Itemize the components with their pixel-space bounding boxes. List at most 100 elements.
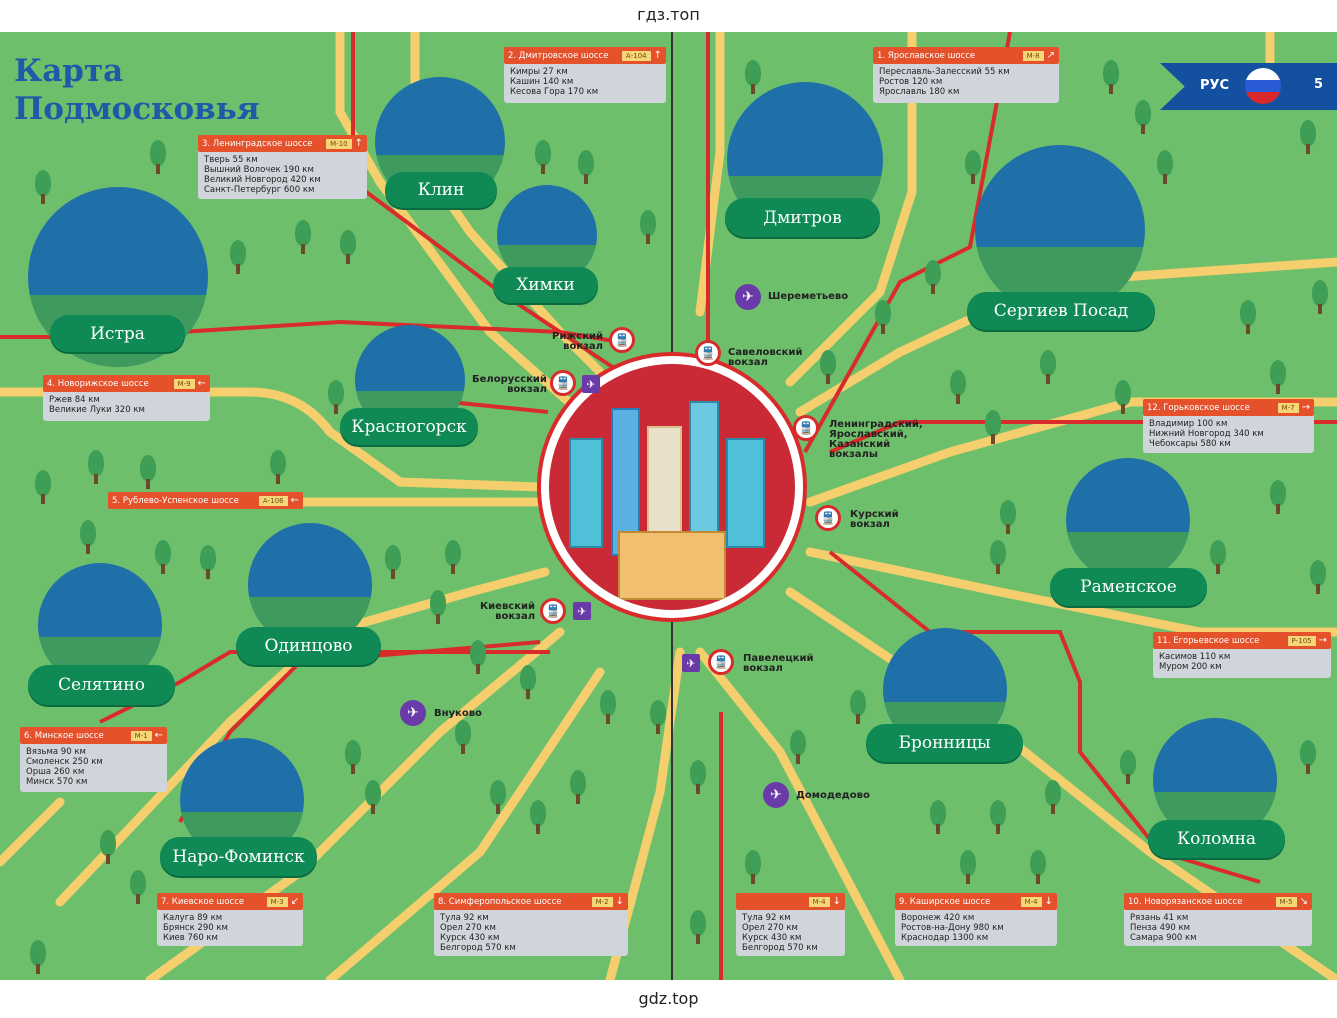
direction-arrow-icon: ↑	[354, 137, 363, 149]
city-dmitrov[interactable]: Дмитров	[725, 198, 880, 237]
city-klin[interactable]: Клин	[385, 172, 497, 208]
tree-icon	[328, 380, 344, 414]
train-station-icon[interactable]: 🚆	[708, 649, 734, 675]
highway-code: М-8	[1022, 50, 1044, 61]
tree-icon	[990, 800, 1006, 834]
destination-item: Великий Новгород 420 км	[204, 175, 321, 185]
city-bronnitsy[interactable]: Бронницы	[866, 724, 1023, 762]
highway-name: 10. Новорязанское шоссе	[1128, 896, 1243, 907]
highway-name: 11. Егорьевское шоссе	[1157, 635, 1260, 646]
tree-icon	[470, 640, 486, 674]
airport-domodedovo[interactable]: Домодедово	[796, 790, 870, 801]
city-istra[interactable]: Истра	[50, 315, 185, 352]
destination-item: Муром 200 км	[1159, 662, 1222, 672]
city-ramenskoe[interactable]: Раменское	[1050, 568, 1207, 606]
tree-icon	[100, 830, 116, 864]
aeroexpress-icon: ✈	[682, 654, 700, 672]
direction-arrow-icon: ↓	[1044, 895, 1053, 907]
tree-icon	[1040, 350, 1056, 384]
title-line-1: Карта	[14, 53, 124, 89]
station-kursky[interactable]: Курский вокзал	[850, 509, 899, 530]
tree-icon	[295, 220, 311, 254]
train-station-icon[interactable]: 🚆	[609, 327, 635, 353]
airport-sheremetyevo[interactable]: Шереметьево	[768, 291, 849, 302]
station-savelovsky[interactable]: Савеловский вокзал	[728, 347, 803, 368]
station-rizhsky[interactable]: Рижский вокзал	[552, 331, 604, 352]
train-station-icon[interactable]: 🚆	[815, 505, 841, 531]
highway-name: 12. Горьковское шоссе	[1147, 402, 1250, 413]
destination-item: Вязьма 90 км	[26, 747, 86, 757]
airplane-icon[interactable]: ✈	[763, 782, 789, 808]
city-kolomna[interactable]: Коломна	[1148, 820, 1285, 858]
tree-icon	[1000, 500, 1016, 534]
destination-item: Киев 760 км	[163, 933, 218, 943]
destination-item: Нижний Новгород 340 км	[1149, 429, 1264, 439]
destination-item: Орел 270 км	[440, 923, 496, 933]
watermark-bottom: gdz.top	[638, 989, 699, 1008]
station-kievsky[interactable]: Киевский вокзал	[480, 601, 536, 622]
destination-item: Воронеж 420 км	[901, 913, 975, 923]
tree-icon	[35, 470, 51, 504]
tree-icon	[30, 940, 46, 974]
highway-code: М-10	[326, 138, 352, 149]
station-paveletsky[interactable]: Павелецкий вокзал	[743, 653, 814, 674]
direction-arrow-icon: ↘	[1299, 895, 1308, 907]
airport-vnukovo[interactable]: Внуково	[434, 708, 482, 719]
destination-item: Кесова Гора 170 км	[510, 87, 599, 97]
city-khimki[interactable]: Химки	[493, 267, 598, 303]
destination-item: Белгород 570 км	[742, 943, 818, 953]
station-belorussky[interactable]: Белорусский вокзал	[472, 374, 547, 395]
destination-item: Ржев 84 км	[49, 395, 100, 405]
destination-item: Санкт-Петербург 600 км	[204, 185, 315, 195]
train-station-icon[interactable]: 🚆	[540, 598, 566, 624]
destination-item: Белгород 570 км	[440, 943, 516, 953]
tree-icon	[80, 520, 96, 554]
airplane-icon[interactable]: ✈	[400, 700, 426, 726]
tree-icon	[1210, 540, 1226, 574]
station-komsomolskaya[interactable]: Ленинградский, Ярославский, Казанский во…	[829, 419, 923, 460]
language-label: РУС	[1200, 78, 1230, 93]
city-selyatino[interactable]: Селятино	[28, 665, 175, 705]
train-station-icon[interactable]: 🚆	[695, 340, 721, 366]
destination-item: Касимов 110 км	[1159, 652, 1231, 662]
moscow-center	[537, 352, 807, 622]
highway-code: М-4	[1020, 896, 1042, 907]
highway-name: 8. Симферопольское шоссе	[438, 896, 562, 907]
tree-icon	[1103, 60, 1119, 94]
train-station-icon[interactable]: 🚆	[793, 415, 819, 441]
tree-icon	[535, 140, 551, 174]
tree-icon	[1300, 120, 1316, 154]
tree-icon	[1312, 280, 1328, 314]
tree-icon	[200, 545, 216, 579]
city-naro-fominsk[interactable]: Наро-Фоминск	[160, 837, 317, 876]
airplane-icon[interactable]: ✈	[735, 284, 761, 310]
train-station-icon[interactable]: 🚆	[550, 370, 576, 396]
tree-icon	[1300, 740, 1316, 774]
tree-icon	[1240, 300, 1256, 334]
tree-icon	[1310, 560, 1326, 594]
destination-item: Орел 270 км	[742, 923, 798, 933]
highway-name: 2. Дмитровское шоссе	[508, 50, 609, 61]
tree-icon	[340, 230, 356, 264]
destination-item: Переславль-Залесский 55 км	[879, 67, 1010, 77]
city-krasnogorsk[interactable]: Красногорск	[340, 408, 478, 445]
highway-code: Р-105	[1287, 635, 1316, 646]
tree-icon	[270, 450, 286, 484]
city-odintsovo[interactable]: Одинцово	[236, 627, 381, 665]
tree-icon	[1157, 150, 1173, 184]
city-sergiev-posad[interactable]: Сергиев Посад	[967, 292, 1155, 330]
